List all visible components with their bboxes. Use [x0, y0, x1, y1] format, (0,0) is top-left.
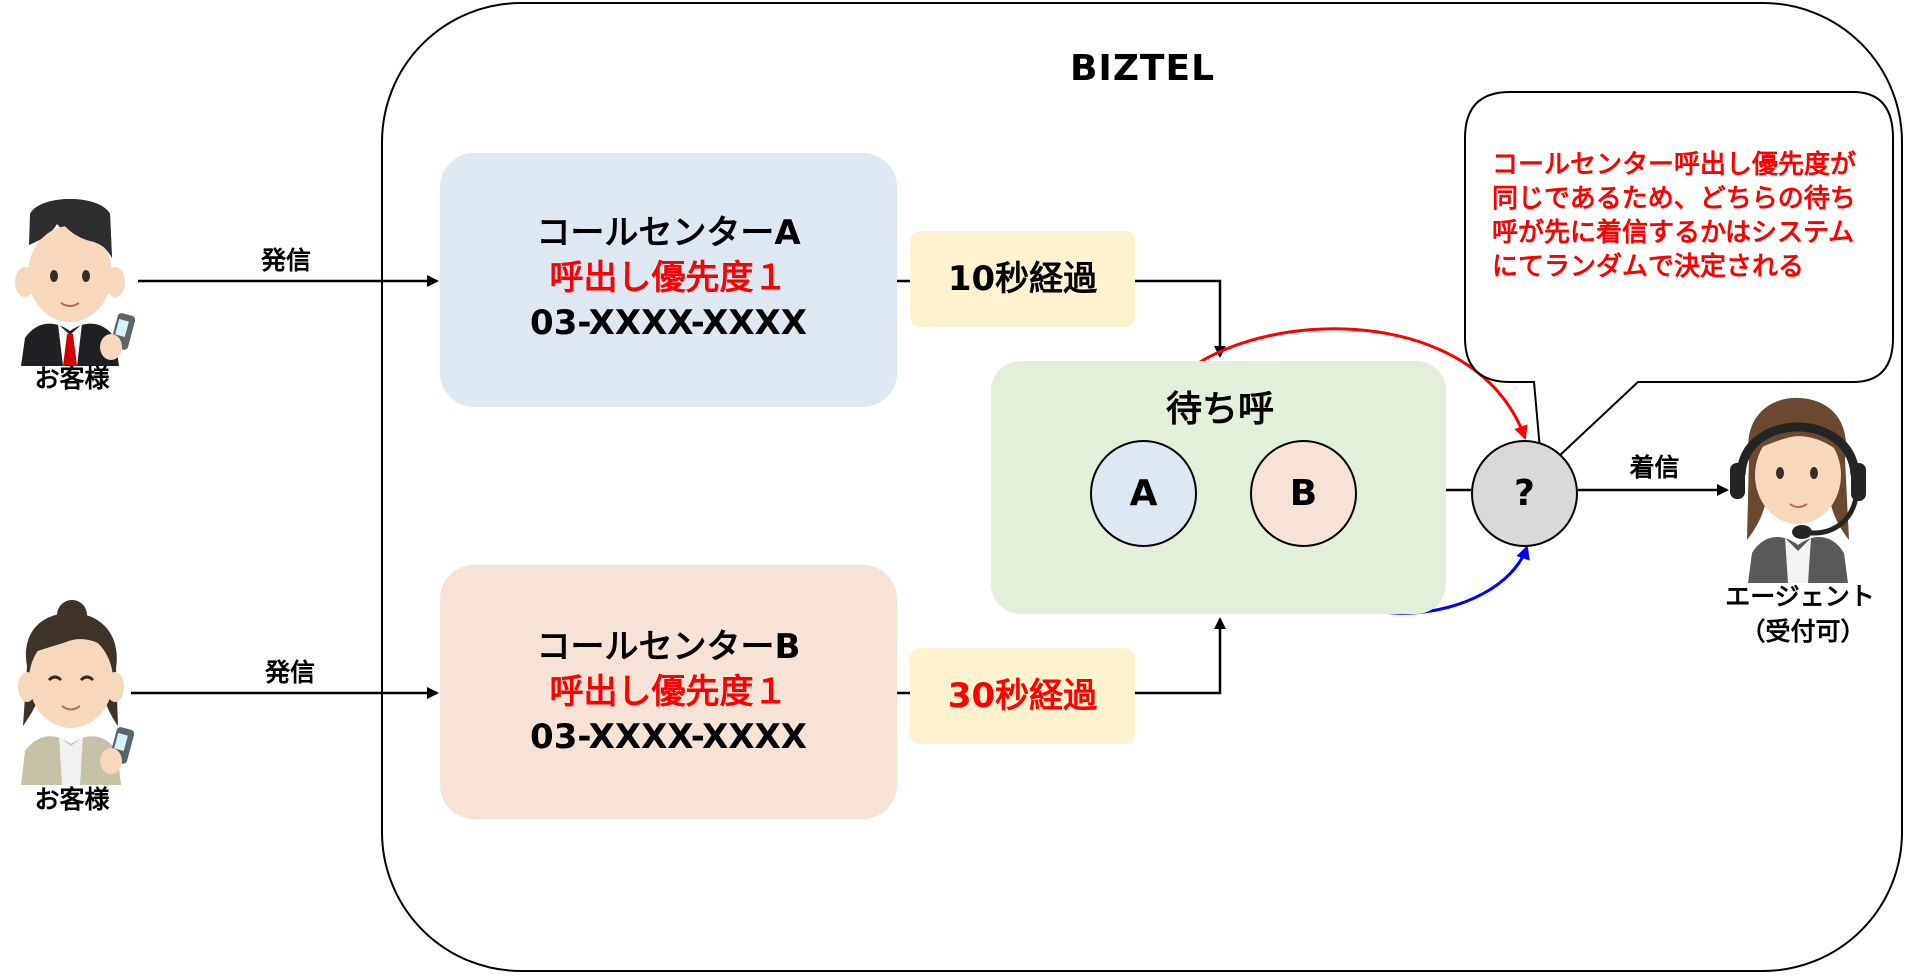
call-center-b-name: コールセンターB [536, 627, 801, 667]
call-center-b-number: 03-XXXX-XXXX [530, 717, 807, 757]
customer-a-label: お客様 [34, 364, 110, 393]
female-customer-icon [18, 600, 135, 785]
waiting-call-queue-box [991, 361, 1446, 614]
call-center-a-elapsed-box: 10秒経過 [910, 231, 1135, 327]
system-title: BIZTEL [1069, 48, 1216, 89]
random-selection-node: ? [1471, 440, 1578, 547]
incoming-call-label: 着信 [1629, 453, 1680, 482]
call-center-b-elapsed-box: 30秒経過 [910, 648, 1135, 744]
timer-b-to-queue-arrow [1135, 617, 1226, 695]
call-center-a-number: 03-XXXX-XXXX [530, 303, 807, 343]
timer-a-to-queue-arrow [1135, 279, 1226, 358]
customer-b-label: お客様 [34, 785, 110, 814]
customer-a-call-label: 発信 [260, 246, 311, 275]
agent-status: （受付可） [1740, 617, 1866, 646]
waiting-call-label: 待ち呼 [1165, 389, 1274, 430]
call-center-a-box: コールセンターA 呼出し優先度１ 03-XXXX-XXXX [440, 153, 897, 407]
call-center-a-priority: 呼出し優先度１ [549, 258, 788, 298]
customer-b-call-label: 発信 [264, 658, 315, 687]
queued-call-a: A [1090, 440, 1197, 547]
biztel-system-frame [381, 2, 1903, 972]
call-center-b-box: コールセンターB 呼出し優先度１ 03-XXXX-XXXX [440, 565, 897, 819]
agent-headset-icon [1730, 397, 1866, 583]
queued-call-b: B [1250, 440, 1357, 547]
male-customer-icon [15, 199, 135, 366]
agent-label: エージェント [1725, 582, 1875, 611]
random-selection-explanation: コールセンター呼出し優先度が同じであるため、どちらの待ち呼が先に着信するかはシス… [1492, 150, 1857, 282]
call-center-b-priority: 呼出し優先度１ [549, 672, 788, 712]
call-center-a-name: コールセンターA [536, 213, 801, 253]
